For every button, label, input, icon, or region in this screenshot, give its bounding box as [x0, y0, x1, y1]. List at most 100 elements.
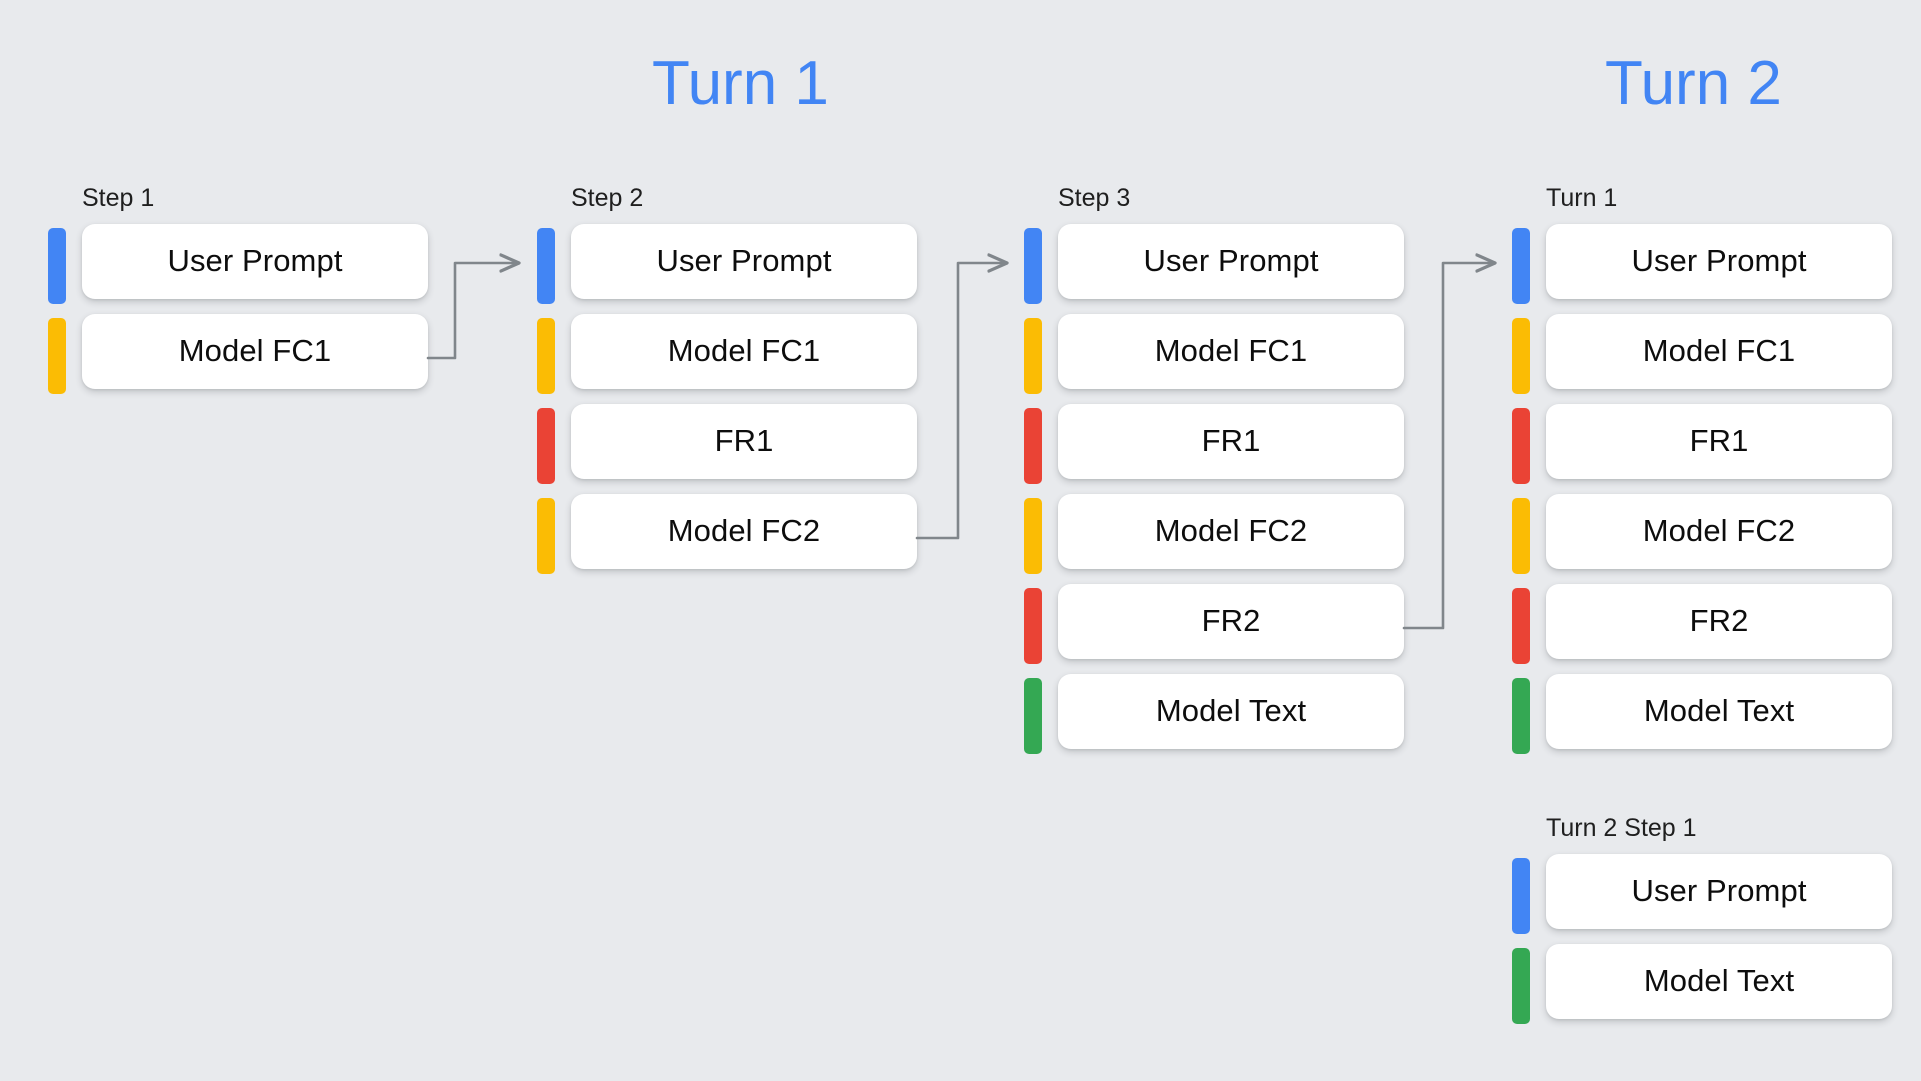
card-fr2[interactable]: FR2	[1058, 583, 1404, 659]
column-rows-turn-2-step-1: User Prompt Model Text	[1512, 853, 1892, 1034]
row-model-fc2: Model FC2	[1024, 493, 1404, 584]
status-bar-function-response	[1024, 407, 1042, 484]
column-label-step-1: Step 1	[82, 184, 155, 212]
status-bar-user-prompt	[537, 227, 555, 304]
card-model-fc2[interactable]: Model FC2	[571, 493, 917, 569]
card-model-fc1[interactable]: Model FC1	[571, 313, 917, 389]
row-model-text: Model Text	[1512, 673, 1892, 764]
row-model-fc1: Model FC1	[48, 313, 428, 404]
card-label: Model FC2	[1642, 513, 1796, 548]
card-label: FR2	[1201, 603, 1261, 638]
card-label: Model Text	[1155, 693, 1307, 728]
card-model-fc1[interactable]: Model FC1	[1546, 313, 1892, 389]
card-user-prompt[interactable]: User Prompt	[571, 223, 917, 299]
card-user-prompt[interactable]: User Prompt	[82, 223, 428, 299]
row-fr2: FR2	[1024, 583, 1404, 674]
status-bar-function-response	[1512, 407, 1530, 484]
card-model-fc2[interactable]: Model FC2	[1058, 493, 1404, 569]
connector-step2-to-step3	[915, 263, 1006, 540]
status-bar-model-fc	[48, 317, 66, 394]
card-label: Model FC1	[178, 333, 332, 368]
card-label: User Prompt	[1631, 243, 1807, 278]
column-rows-step-1: User Prompt Model FC1	[48, 223, 428, 404]
row-user-prompt: User Prompt	[537, 223, 917, 314]
row-user-prompt: User Prompt	[1512, 853, 1892, 944]
row-model-fc1: Model FC1	[537, 313, 917, 404]
status-bar-function-response	[537, 407, 555, 484]
column-label-turn-2-step-1: Turn 2 Step 1	[1546, 814, 1697, 842]
card-label: User Prompt	[1631, 873, 1807, 908]
status-bar-model-fc	[537, 497, 555, 574]
row-model-fc2: Model FC2	[1512, 493, 1892, 584]
column-step-3: Step 3 User Prompt Model FC1 FR1	[1024, 184, 1404, 764]
column-step-2: Step 2 User Prompt Model FC1 FR1	[537, 184, 917, 584]
column-turn-2-step-1: Turn 2 Step 1 User Prompt Model Text	[1512, 814, 1892, 1034]
card-model-fc1[interactable]: Model FC1	[1058, 313, 1404, 389]
card-label: Model FC2	[1154, 513, 1308, 548]
card-label: FR1	[714, 423, 774, 458]
column-step-1: Step 1 User Prompt Model FC1	[48, 184, 428, 404]
card-label: User Prompt	[1143, 243, 1319, 278]
column-label-turn-1-history: Turn 1	[1546, 184, 1618, 212]
card-label: User Prompt	[167, 243, 343, 278]
status-bar-model-text	[1512, 677, 1530, 754]
status-bar-user-prompt	[1512, 227, 1530, 304]
status-bar-model-fc	[1512, 497, 1530, 574]
card-fr1[interactable]: FR1	[1058, 403, 1404, 479]
card-label: Model FC1	[1154, 333, 1308, 368]
card-fr1[interactable]: FR1	[1546, 403, 1892, 479]
column-rows-step-2: User Prompt Model FC1 FR1 Model FC2	[537, 223, 917, 584]
card-model-text[interactable]: Model Text	[1546, 943, 1892, 1019]
turn-2-title: Turn 2	[1605, 49, 1782, 118]
column-rows-turn-1-history: User Prompt Model FC1 FR1 Model FC2	[1512, 223, 1892, 764]
column-rows-step-3: User Prompt Model FC1 FR1 Model FC2	[1024, 223, 1404, 764]
column-turn-1-history: Turn 1 User Prompt Model FC1 FR1	[1512, 184, 1892, 764]
card-user-prompt[interactable]: User Prompt	[1546, 853, 1892, 929]
status-bar-model-text	[1512, 947, 1530, 1024]
card-label: FR1	[1689, 423, 1749, 458]
card-user-prompt[interactable]: User Prompt	[1546, 223, 1892, 299]
card-label: Model Text	[1643, 693, 1795, 728]
status-bar-user-prompt	[48, 227, 66, 304]
status-bar-model-fc	[1512, 317, 1530, 394]
connector-step3-to-turn1	[1402, 263, 1494, 630]
status-bar-model-fc	[537, 317, 555, 394]
row-model-text: Model Text	[1512, 943, 1892, 1034]
card-model-fc2[interactable]: Model FC2	[1546, 493, 1892, 569]
status-bar-function-response	[1024, 587, 1042, 664]
card-user-prompt[interactable]: User Prompt	[1058, 223, 1404, 299]
card-model-text[interactable]: Model Text	[1058, 673, 1404, 749]
row-fr1: FR1	[537, 403, 917, 494]
card-fr2[interactable]: FR2	[1546, 583, 1892, 659]
row-user-prompt: User Prompt	[1512, 223, 1892, 314]
row-fr2: FR2	[1512, 583, 1892, 674]
card-label: User Prompt	[656, 243, 832, 278]
turn-1-title: Turn 1	[652, 49, 829, 118]
card-label: Model Text	[1643, 963, 1795, 998]
status-bar-user-prompt	[1024, 227, 1042, 304]
row-model-fc1: Model FC1	[1024, 313, 1404, 404]
status-bar-model-text	[1024, 677, 1042, 754]
column-label-step-2: Step 2	[571, 184, 644, 212]
card-model-fc1[interactable]: Model FC1	[82, 313, 428, 389]
row-user-prompt: User Prompt	[1024, 223, 1404, 314]
card-label: Model FC1	[667, 333, 821, 368]
row-fr1: FR1	[1024, 403, 1404, 494]
status-bar-function-response	[1512, 587, 1530, 664]
status-bar-user-prompt	[1512, 857, 1530, 934]
card-label: Model FC2	[667, 513, 821, 548]
connector-step1-to-step2	[426, 263, 518, 360]
status-bar-model-fc	[1024, 497, 1042, 574]
row-model-fc2: Model FC2	[537, 493, 917, 584]
status-bar-model-fc	[1024, 317, 1042, 394]
card-model-text[interactable]: Model Text	[1546, 673, 1892, 749]
card-label: FR2	[1689, 603, 1749, 638]
card-label: FR1	[1201, 423, 1261, 458]
card-label: Model FC1	[1642, 333, 1796, 368]
card-fr1[interactable]: FR1	[571, 403, 917, 479]
row-model-fc1: Model FC1	[1512, 313, 1892, 404]
row-model-text: Model Text	[1024, 673, 1404, 764]
row-fr1: FR1	[1512, 403, 1892, 494]
row-user-prompt: User Prompt	[48, 223, 428, 314]
